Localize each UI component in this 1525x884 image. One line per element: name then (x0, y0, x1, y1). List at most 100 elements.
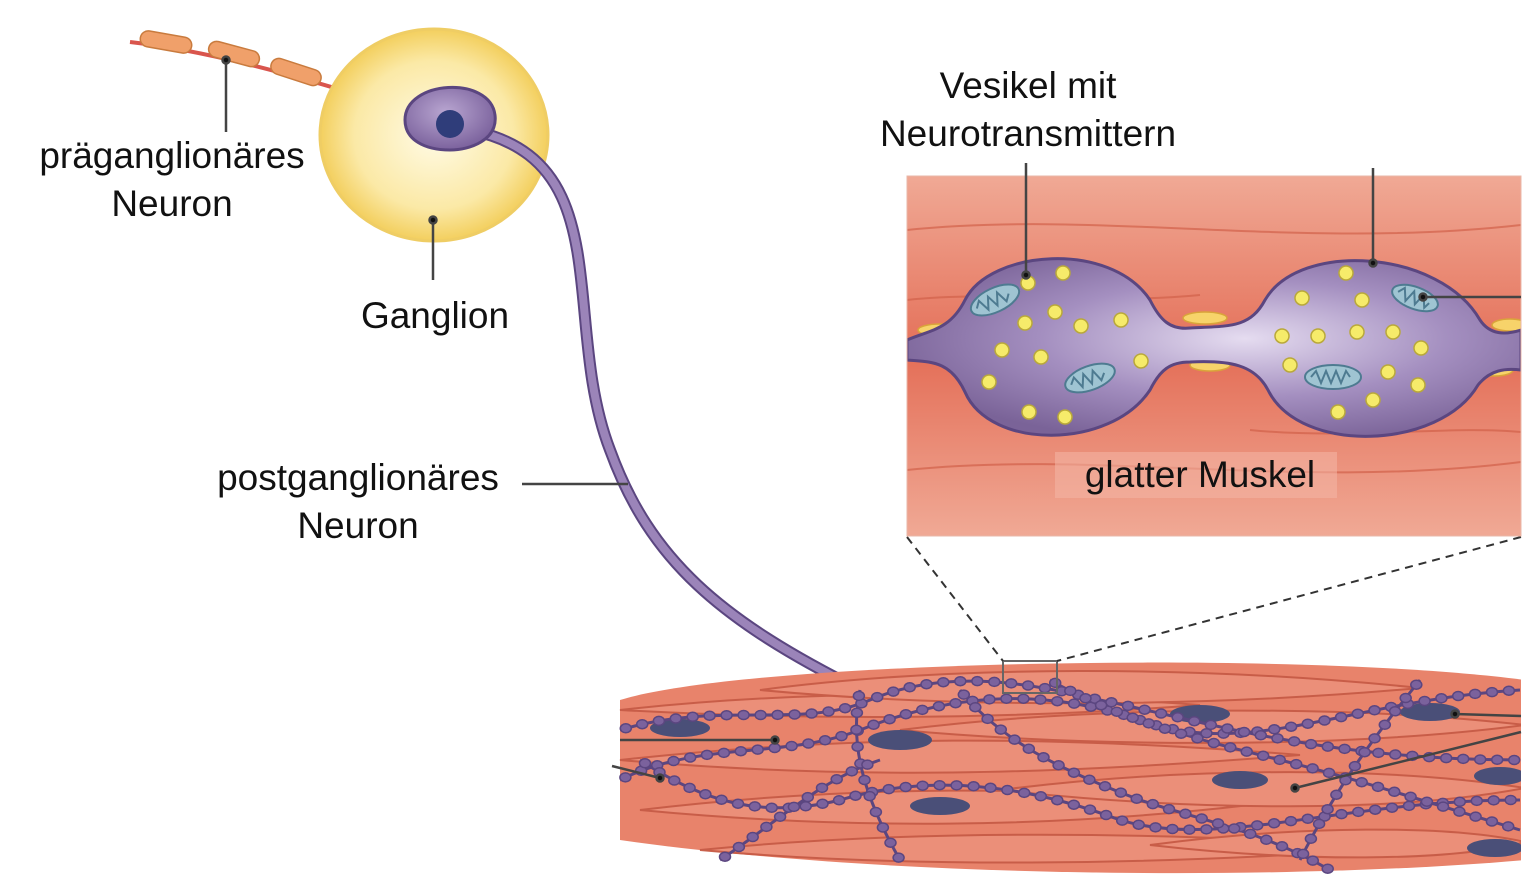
varicosity-bead (851, 741, 864, 752)
varicosity-bead (746, 831, 759, 843)
varicosity-bead (1146, 798, 1160, 810)
varicosity-bead (1067, 799, 1081, 810)
varicosity-bead (1388, 786, 1401, 798)
varicosity-bead (1244, 828, 1257, 840)
varicosity-bead (619, 772, 632, 783)
varicosity-bead (802, 738, 815, 749)
varicosity-bead (1410, 679, 1423, 690)
zoom-indicator (906, 536, 1522, 694)
varicosity-bead (1468, 688, 1482, 700)
varicosity-bead (718, 851, 732, 862)
varicosity-bead (1098, 781, 1112, 792)
varicosity-bead (1126, 712, 1139, 723)
varicosity-bead (1352, 806, 1365, 818)
varicosity-bead (737, 709, 750, 721)
varicosity-bead (957, 689, 971, 700)
varicosity-bead (932, 700, 946, 712)
varicosity-bead (1034, 791, 1048, 802)
varicosity-bead (1436, 801, 1450, 812)
varicosity-bead (1485, 816, 1499, 827)
varicosity-bead (1227, 823, 1241, 834)
varicosity-bead (869, 806, 883, 818)
varicosity-bead (683, 782, 696, 794)
varicosity-bead (1304, 738, 1318, 750)
varicosity-bead (720, 709, 733, 721)
varicosity-bead (1200, 728, 1213, 739)
varicosity-bead (1306, 763, 1319, 774)
varicosity-bead (822, 706, 835, 717)
varicosity-bead (830, 773, 843, 785)
varicosity-bead (1079, 693, 1092, 704)
varicosity-bead (1115, 815, 1129, 826)
varicosity-bead (1038, 682, 1052, 694)
varicosity-bead (1456, 753, 1470, 765)
varicosity-bead (1284, 721, 1298, 732)
varicosity-bead (1017, 693, 1030, 704)
varicosity-bead (1368, 804, 1382, 815)
varicosity-bead (849, 790, 862, 801)
varicosity-bead (883, 713, 896, 725)
varicosity-bead (1453, 806, 1466, 817)
varicosity-bead (1388, 706, 1402, 717)
varicosity-bead (1451, 690, 1465, 702)
varicosity-bead (1470, 795, 1484, 807)
varicosity-bead (760, 821, 773, 833)
varicosity-bead (1191, 733, 1204, 744)
varicosity-bead (1389, 749, 1402, 760)
varicosity-bead (1083, 774, 1096, 785)
varicosity-bead (805, 708, 818, 719)
varicosity-bead (954, 675, 967, 687)
varicosity-bead (1435, 693, 1448, 704)
varicosity-bead (1490, 754, 1504, 766)
varicosity-bead (1404, 791, 1417, 802)
varicosity-bead (788, 709, 801, 720)
varicosity-bead (703, 710, 716, 721)
varicosity-bead (852, 690, 866, 702)
varicosity-bead (1195, 813, 1208, 824)
varicosity-bead (1487, 795, 1500, 806)
varicosity-bead (765, 802, 778, 813)
varicosity-bead (1256, 750, 1270, 762)
varicosity-bead (1051, 695, 1064, 707)
varicosity-bead (668, 775, 681, 786)
varicosity-bead (1004, 678, 1018, 689)
label-postganglionic-line1: postganglionäres (217, 457, 499, 498)
varicosity-bead (1273, 754, 1286, 766)
varicosity-bead (1358, 746, 1371, 758)
varicosity-bead (1149, 822, 1162, 833)
varicosity-bead (899, 781, 912, 793)
varicosity-bead (1348, 760, 1362, 772)
varicosity-bead (771, 709, 784, 721)
varicosity-bead (1188, 715, 1201, 727)
varicosity-bead (1224, 742, 1237, 753)
varicosity-bead (1237, 726, 1251, 738)
varicosity-bead (801, 791, 815, 803)
varicosity-bead (683, 752, 697, 763)
label-preganglionic-neuron: präganglionäres Neuron (24, 132, 320, 228)
varicosity-bead (884, 837, 897, 848)
varicosity-bead (667, 755, 680, 767)
varicosity-bead (1351, 708, 1365, 719)
varicosity-bead (1275, 840, 1289, 852)
varicosity-bead (984, 782, 997, 794)
varicosity-bead (1301, 718, 1315, 729)
varicosity-bead (882, 783, 896, 795)
varicosity-bead (1301, 813, 1315, 825)
varicosity-bead (1304, 833, 1318, 845)
varicosity-bead (669, 713, 683, 724)
varicosity-bead (1240, 746, 1253, 757)
varicosity-bead (1271, 733, 1284, 744)
varicosity-bead (861, 759, 874, 770)
varicosity-bead (1260, 834, 1273, 846)
varicosity-bead (969, 701, 982, 713)
varicosity-bead (1507, 754, 1521, 766)
inset-magnification (907, 176, 1521, 536)
label-preganglionic-line1: präganglionäres (39, 135, 305, 176)
varicosity-bead (1174, 728, 1188, 739)
varicosity-bead (1268, 724, 1281, 735)
varicosity-bead (971, 675, 984, 687)
varicosity-bead (816, 798, 829, 810)
varicosity-bead (994, 724, 1008, 735)
varicosity-bead (1335, 808, 1348, 820)
varicosity-bead (700, 749, 714, 761)
